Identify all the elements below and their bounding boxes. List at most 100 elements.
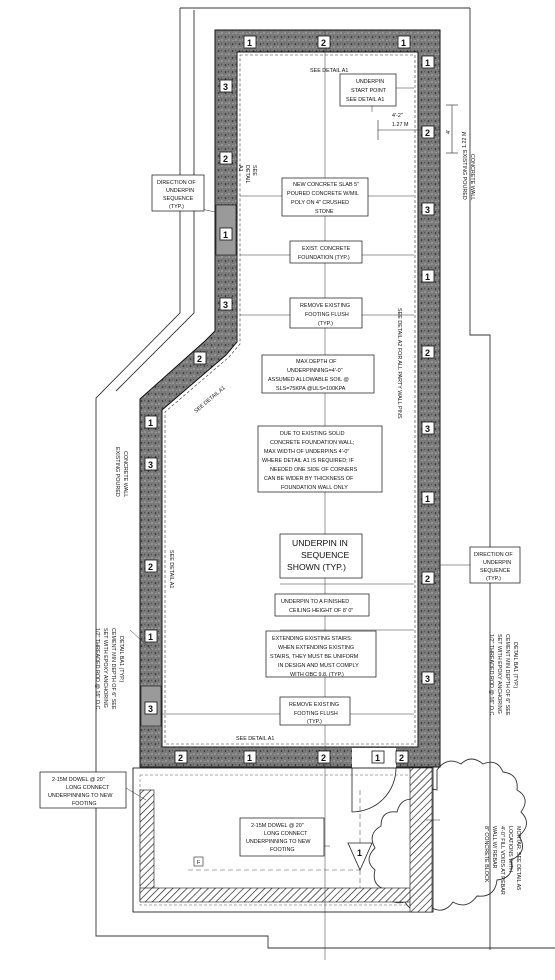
svg-text:3: 3 [223,82,228,92]
note-dowel-center: 2-15M DOWEL @ 20" LONG CONNECT UNDERPINN… [239,817,325,857]
svg-text:EXIST. CONCRETE: EXIST. CONCRETE [302,246,351,252]
svg-text:FOUNDATION WALL ONLY: FOUNDATION WALL ONLY [281,485,348,491]
pins-bottom: 2 1 2 1 2 [174,750,409,764]
svg-text:POLY ON 4" CRUSHED: POLY ON 4" CRUSHED [291,200,349,206]
svg-text:A1: A1 [237,165,243,172]
section-marker: 1 [347,842,373,871]
svg-text:(TYP.): (TYP.) [486,576,501,582]
door-swing [351,767,397,813]
svg-text:CONCRETE FOUNDATION WALL;: CONCRETE FOUNDATION WALL; [270,440,355,446]
svg-text:1: 1 [425,272,430,282]
svg-text:(TYP.): (TYP.) [307,719,322,725]
svg-text:3: 3 [148,460,153,470]
svg-text:SEE: SEE [251,165,257,176]
svg-text:EXISTING POURED: EXISTING POURED [114,447,120,497]
note-max-depth: MAX DEPTH OF UNDERPINNING=4'-0" ASSUMED … [261,354,375,394]
svg-text:FOOTING FLUSH: FOOTING FLUSH [305,312,349,318]
svg-text:LONG CONNECT: LONG CONNECT [264,831,308,837]
note-remove-footing-2: REMOVE EXISTING FOOTING FLUSH (TYP.) [279,696,351,726]
svg-text:SET WITH EPOXY ANCHORING: SET WITH EPOXY ANCHORING [102,628,108,708]
pins-left-upper: 3 2 1 3 [219,79,233,311]
pin-top-3: 1 [401,38,406,48]
note-see-a1-top: SEE DETAIL A1 [237,165,257,183]
svg-text:FOOTING: FOOTING [270,847,295,853]
svg-text:2: 2 [425,348,430,358]
svg-text:SHOWN (TYP.): SHOWN (TYP.) [287,562,346,572]
svg-text:WITH OBC 9.8. (TYP.): WITH OBC 9.8. (TYP.) [290,672,344,678]
svg-text:1: 1 [425,58,430,68]
svg-text:SEE DETAIL A1: SEE DETAIL A1 [168,550,174,588]
pin-top-1: 1 [247,38,252,48]
svg-text:CEMENT MIN DEPTH OF 6" SEE: CEMENT MIN DEPTH OF 6" SEE [504,634,510,716]
svg-text:2: 2 [197,354,202,364]
svg-text:CEILING HEIGHT OF 8' 0": CEILING HEIGHT OF 8' 0" [289,608,353,614]
see-detail-top: SEE DETAIL A1 [310,68,348,74]
note-dowel-left: 2-15M DOWEL @ 20" LONG CONNECT UNDERPINN… [39,771,127,809]
svg-text:3: 3 [425,674,430,684]
svg-text:SEE DETAIL A1: SEE DETAIL A1 [193,385,226,414]
svg-text:LONG CONNECT: LONG CONNECT [66,785,110,791]
svg-text:SEQUENCE: SEQUENCE [301,550,349,560]
svg-text:NEW CONCRETE SLAB 5": NEW CONCRETE SLAB 5" [293,182,359,188]
svg-text:2: 2 [148,562,153,572]
svg-text:NEEDED ONE SIDE OF CORNERS: NEEDED ONE SIDE OF CORNERS [270,467,358,473]
svg-text:FOOTING FLUSH: FOOTING FLUSH [294,711,338,717]
svg-text:UNDERPIN: UNDERPIN [483,560,511,566]
svg-text:2-15M DOWEL @ 20": 2-15M DOWEL @ 20" [251,823,304,829]
svg-text:DIRECTION OF: DIRECTION OF [474,552,513,558]
svg-text:UNDERPIN: UNDERPIN [166,188,194,194]
note-direction-left: DIRECTION OF UNDERPIN SEQUENCE (TYP.) [151,174,205,212]
dimension-ft: 4'-2" [392,113,403,119]
note-sequence: UNDERPIN IN SEQUENCE SHOWN (TYP.) [279,533,363,579]
svg-text:3: 3 [425,424,430,434]
svg-text:SEQUENCE: SEQUENCE [163,196,194,202]
svg-text:DETAIL BA1 (TYP.): DETAIL BA1 (TYP.) [118,636,124,683]
dimension-m: 1.27 M [392,122,409,128]
svg-text:2: 2 [223,154,228,164]
note-solid-wall: DUE TO EXISTING SOLID CONCRETE FOUNDATIO… [257,425,383,493]
svg-text:STONE: STONE [315,209,334,215]
svg-text:1: 1 [223,230,228,240]
svg-text:CAN BE WIDER BY THICKNESS OF: CAN BE WIDER BY THICKNESS OF [264,476,354,482]
svg-text:MORTAR. SEE DETAIL A5: MORTAR. SEE DETAIL A5 [515,826,521,890]
svg-text:SEE DETAIL A2 FOR ALL PARTY WA: SEE DETAIL A2 FOR ALL PARTY WALL PINS [396,308,402,419]
note-party-wall: SEE DETAIL A2 FOR ALL PARTY WALL PINS [396,308,402,419]
note-start-point: UNDERPIN START POINT SEE DETAIL A1 [339,73,397,107]
note-see-a1-diag: SEE DETAIL A1 [193,385,226,414]
svg-text:MAX WIDTH OF UNDERPINS 4'-0": MAX WIDTH OF UNDERPINS 4'-0" [264,449,349,455]
svg-text:START POINT: START POINT [351,88,387,94]
svg-text:UNDERPINNING=4'-0": UNDERPINNING=4'-0" [287,368,343,374]
svg-text:UNDERPINNING TO NEW: UNDERPINNING TO NEW [246,839,311,845]
svg-text:SLS=75KPA @ULS=100KPA: SLS=75KPA @ULS=100KPA [276,386,346,392]
svg-text:WHERE DETAIL A1 IS REQUIRED; I: WHERE DETAIL A1 IS REQUIRED; IF [262,458,355,464]
svg-text:REMOVE EXISTING: REMOVE EXISTING [289,702,339,708]
svg-text:1: 1 [148,418,153,428]
note-direction-right: DIRECTION OF UNDERPIN SEQUENCE (TYP.) [469,546,521,584]
landscape-cloud [368,758,527,911]
svg-text:ASSUMED ALLOWABLE SOIL @: ASSUMED ALLOWABLE SOIL @ [268,377,349,383]
svg-text:SEQUENCE: SEQUENCE [480,568,511,574]
svg-text:REMOVE EXISTING: REMOVE EXISTING [300,303,350,309]
pins-top: 1 2 1 [243,35,411,49]
svg-text:DUE TO EXISTING SOLID: DUE TO EXISTING SOLID [280,431,345,437]
svg-text:FOUNDATION (TYP.): FOUNDATION (TYP.) [298,255,350,261]
svg-text:UNDERPINNING TO NEW: UNDERPINNING TO NEW [48,793,113,799]
svg-text:EXISTING POURED: EXISTING POURED [461,150,467,200]
svg-text:1/2" THREADED ROD @ 16" O.C.: 1/2" THREADED ROD @ 16" O.C. [94,628,100,711]
note-rod-left: 1/2" THREADED ROD @ 16" O.C. SET WITH EP… [94,628,124,711]
svg-text:UNDERPIN: UNDERPIN [356,79,384,85]
svg-text:DIRECTION OF: DIRECTION OF [157,180,196,186]
svg-text:EXTENDING EXISTING STAIRS:: EXTENDING EXISTING STAIRS: [272,636,352,642]
svg-text:8" CONCRETE BLOCK: 8" CONCRETE BLOCK [483,826,489,883]
svg-text:2: 2 [321,753,326,763]
svg-text:2: 2 [399,753,404,763]
note-stairs: EXTENDING EXISTING STAIRS: WHEN EXTENDIN… [265,630,377,678]
pins-diagonal: 2 [193,351,207,365]
marker-f: F [193,856,204,867]
pin-top-2: 2 [321,38,326,48]
note-ceiling: UNDERPIN TO A FINISHED CEILING HEIGHT OF… [274,593,370,617]
svg-text:F: F [197,860,201,866]
svg-text:WHEN EXTENDING EXISTING: WHEN EXTENDING EXISTING [278,645,354,651]
svg-text:3: 3 [148,704,153,714]
svg-text:3: 3 [425,205,430,215]
